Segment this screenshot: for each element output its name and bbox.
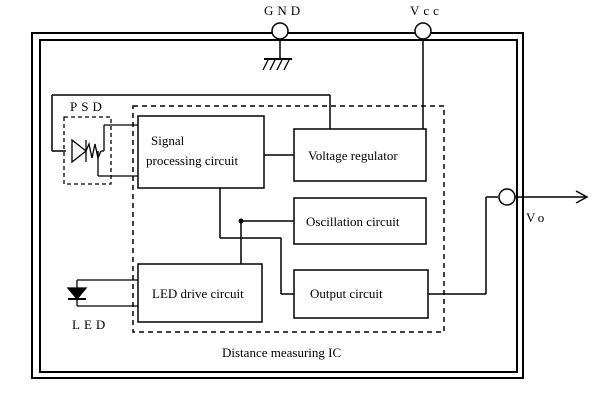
psd-label: PSD — [70, 99, 106, 114]
output-block — [293, 269, 429, 319]
signal-processing-block — [137, 115, 265, 189]
led-symbol — [66, 279, 138, 307]
vo-terminal — [498, 188, 516, 206]
voltage-regulator-block — [293, 128, 427, 182]
module-inner-border — [39, 39, 518, 373]
oscillation-label: Oscillation circuit — [306, 214, 400, 229]
vcc-terminal — [414, 22, 432, 40]
ic-label: Distance measuring IC — [222, 345, 341, 360]
ic-boundary — [132, 105, 445, 333]
voltage-regulator-label: Voltage regulator — [308, 148, 398, 163]
gnd-pin — [262, 22, 292, 71]
led-drive-block — [137, 263, 263, 323]
gnd-label: GND — [264, 3, 304, 18]
psd-symbol — [71, 124, 138, 177]
vcc-label: Vcc — [410, 3, 443, 18]
gnd-terminal — [271, 22, 289, 40]
junction-dot — [238, 218, 244, 224]
vo-label: Vo — [526, 210, 548, 225]
output-label: Output circuit — [310, 286, 383, 301]
signal-processing-label-1: Signal — [151, 133, 185, 148]
led-label: LED — [72, 317, 109, 332]
led-drive-label: LED drive circuit — [152, 286, 244, 301]
psd-boundary — [63, 116, 112, 185]
signal-processing-label-2: processing circuit — [146, 153, 238, 168]
